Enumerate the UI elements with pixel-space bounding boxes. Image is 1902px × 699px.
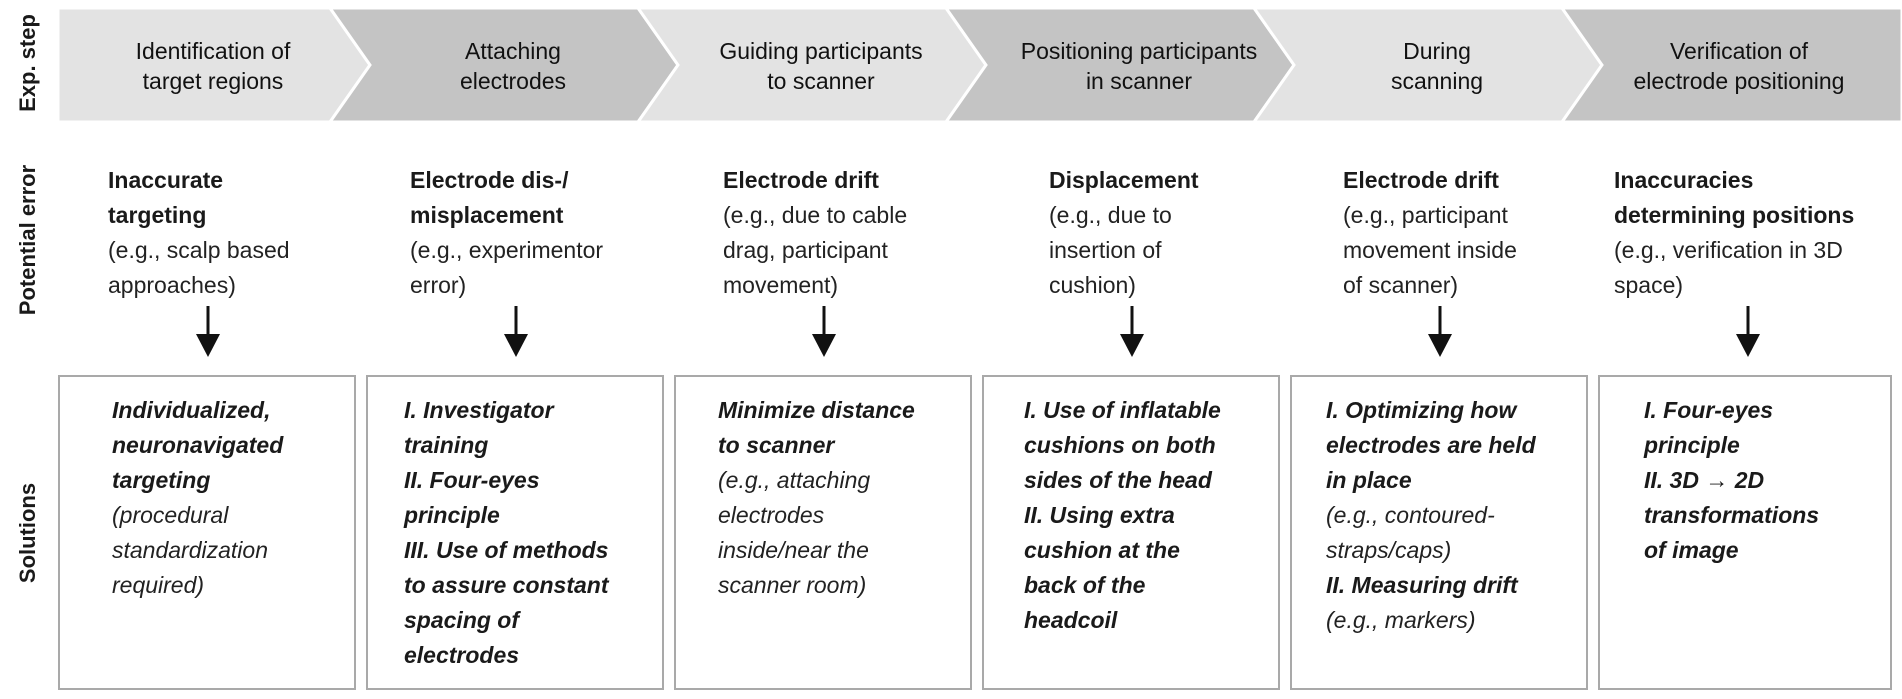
solution-text: I. Investigator training II. Four-eyes p… [404,397,609,668]
process-step-label-text: Positioning participants in scanner [1020,38,1258,94]
potential-error-detail: (e.g., verification in 3D space) [1614,237,1843,298]
solution-box: I. Investigator training II. Four-eyes p… [366,375,664,690]
process-step-label: Guiding participants to scanner [680,32,962,100]
potential-error-item: Displacement (e.g., due to insertion of c… [1049,163,1299,303]
process-step-label: Identification of target regions [72,32,354,100]
solution-box: I. Optimizing how electrodes are held in… [1290,375,1588,690]
solution-box: Individualized, neuronavigated targeting… [58,375,356,690]
process-step-label: Attaching electrodes [372,32,654,100]
potential-error-detail: (e.g., due to cable drag, participant mo… [723,202,908,298]
down-arrow-icon [196,306,220,357]
solution-box: Minimize distance to scanner (e.g., attac… [674,375,972,690]
process-step-label-text: Identification of target regions [135,38,291,94]
potential-error-heading: Electrode drift [723,167,879,193]
process-step-label-text: Attaching electrodes [459,38,567,94]
process-step-label-text: Guiding participants to scanner [719,38,923,94]
process-step-label-text: During scanning [1390,38,1484,94]
potential-error-heading: Displacement [1049,167,1199,193]
potential-error-detail: (e.g., experimentor error) [410,237,604,298]
potential-error-item: Electrode drift (e.g., due to cable drag,… [723,163,973,303]
potential-error-detail: (e.g., due to insertion of cushion) [1049,202,1172,298]
down-arrow-icon [1120,306,1144,357]
potential-error-item: Electrode dis-/ misplacement (e.g., exper… [410,163,660,303]
down-arrow-icon [1736,306,1760,357]
potential-error-detail: (e.g., participant movement inside of sc… [1343,202,1517,298]
row-label-solutions-text: Solutions [15,482,40,583]
solution-text: Minimize distance to scanner [718,397,915,458]
potential-error-item: Electrode drift (e.g., participant moveme… [1343,163,1593,303]
down-arrow-icon [1428,306,1452,357]
potential-error-heading: Electrode dis-/ misplacement [410,167,569,228]
process-step-label: Positioning participants in scanner [988,32,1290,100]
process-chevrons [56,6,1902,124]
solution-note: (e.g., attaching electrodes inside/near … [718,467,871,598]
solution-text: I. Four-eyes principle II. 3D → 2D trans… [1644,397,1820,563]
potential-error-heading: Electrode drift [1343,167,1499,193]
potential-error-item: Inaccurate targeting (e.g., scalp based a… [108,163,358,303]
process-step-label: Verification of electrode positioning [1588,32,1890,100]
solution-text: II. Measuring drift [1326,572,1518,598]
down-arrow-icon [504,306,528,357]
potential-error-item: Inaccuracies determining positions (e.g.,… [1614,163,1899,303]
row-label-solutions: Solutions [0,370,56,695]
solution-box: I. Use of inflatable cushions on both si… [982,375,1280,690]
row-label-potential-error: Potential error [0,140,56,340]
solution-note: (e.g., contoured- straps/caps) [1326,502,1495,563]
process-step-label: During scanning [1296,32,1578,100]
solution-text: Individualized, neuronavigated targeting [112,397,284,493]
solution-note: (procedural standardization required) [112,502,268,598]
solution-text: I. Optimizing how electrodes are held in… [1326,397,1536,493]
process-step-label-text: Verification of electrode positioning [1633,38,1845,94]
potential-error-detail: (e.g., scalp based approaches) [108,237,290,298]
down-arrow-icon [812,306,836,357]
row-label-potential-error-text: Potential error [15,164,40,316]
solution-box: I. Four-eyes principle II. 3D → 2D trans… [1598,375,1892,690]
potential-error-heading: Inaccurate targeting [108,167,224,228]
solution-text: I. Use of inflatable cushions on both si… [1024,397,1221,633]
solution-note: (e.g., markers) [1326,607,1476,633]
process-step-chevron [1559,6,1902,124]
potential-error-heading: Inaccuracies determining positions [1614,167,1855,228]
